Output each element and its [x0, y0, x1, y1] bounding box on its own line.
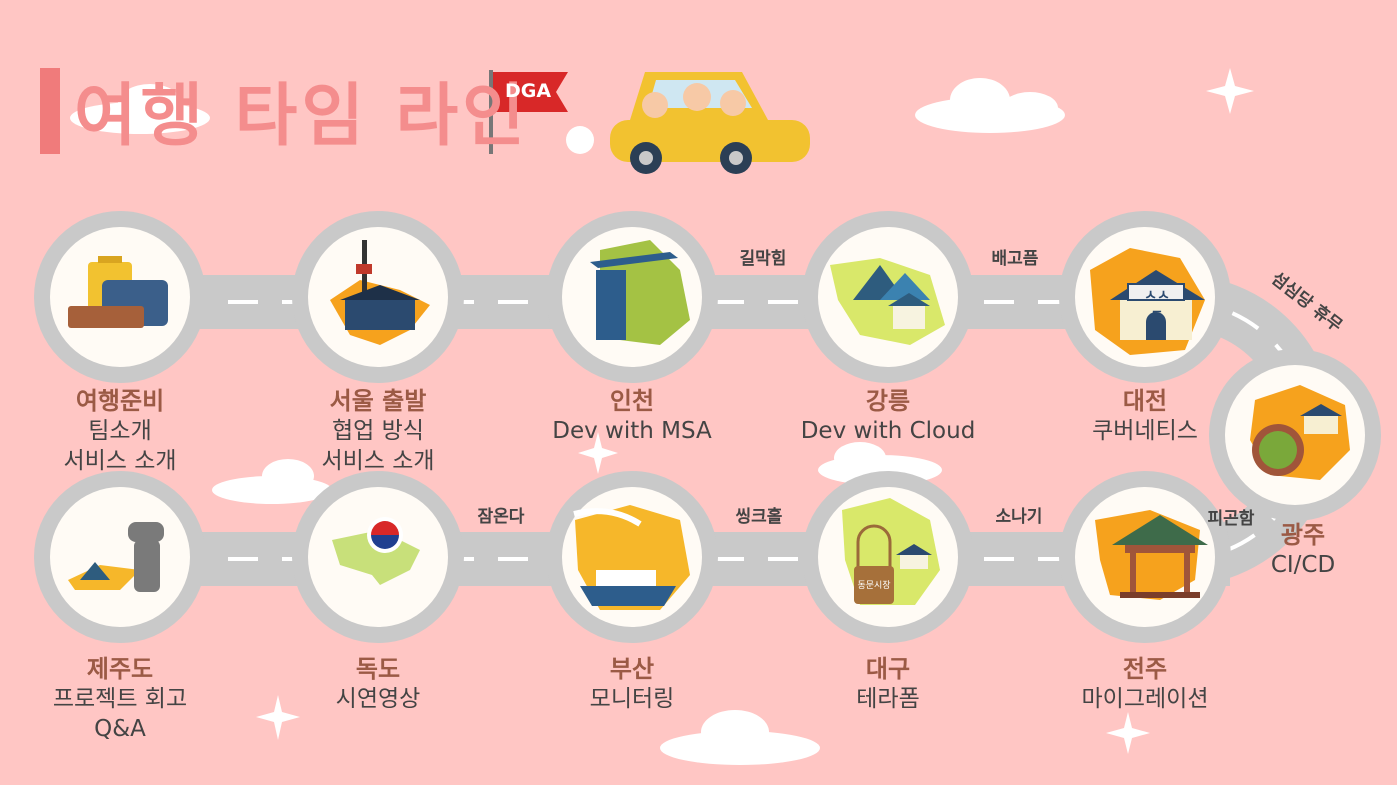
stop-line: Q&A [94, 716, 146, 742]
mountain-icon [830, 258, 945, 345]
title-accent-bar [40, 68, 60, 154]
stop-city: 대구 [865, 655, 911, 683]
road-event: 씽크홀 [735, 507, 783, 527]
stop-label-daegu: 대구 테라폼 [768, 654, 1008, 714]
stop-line: 마이그레이션 [1081, 686, 1209, 712]
stop-line: 모니터링 [589, 686, 675, 712]
korean-flag-icon [332, 517, 420, 585]
road-event: 잠온다 [477, 507, 525, 527]
stop-line: 프로젝트 회고 [52, 686, 188, 712]
flag-icon [489, 70, 568, 154]
stop-city: 제주도 [86, 655, 154, 683]
dol-hareubang-icon [68, 522, 164, 592]
stop-city: 대전 [1122, 387, 1168, 415]
stop-label-busan: 부산 모니터링 [512, 654, 752, 714]
stop-label-incheon: 인천 Dev with MSA [512, 386, 752, 446]
flag-label: DGA [504, 80, 552, 102]
stop-label-jeju: 제주도 프로젝트 회고 Q&A [0, 654, 240, 744]
road-event: 배고픔 [991, 249, 1039, 269]
stop-city: 서울 출발 [329, 387, 427, 415]
market-basket-icon [842, 498, 940, 605]
stop-city: 강릉 [865, 387, 911, 415]
airplane-icon [590, 240, 690, 345]
stop-city: 광주 [1280, 521, 1326, 549]
stop-line: 테라폼 [856, 686, 920, 712]
stop-label-daejeon: 대전 쿠버네티스 [1025, 386, 1265, 446]
stop-city: 부산 [609, 655, 655, 683]
stop-label-gwangju: 광주 CI/CD [1218, 520, 1388, 580]
seoul-tower-icon [330, 240, 430, 345]
stop-city: 여행준비 [75, 387, 165, 415]
stop-line: 서비스 소개 [321, 448, 435, 474]
stop-line: 시연영상 [335, 686, 421, 712]
luggage-icon [68, 256, 168, 328]
pavilion-icon [1095, 510, 1208, 600]
stop-label-dokdo: 독도 시연영상 [258, 654, 498, 714]
gate-icon [1090, 248, 1205, 355]
stop-city: 인천 [609, 387, 655, 415]
stop-city: 전주 [1122, 655, 1168, 683]
stop-line: 서비스 소개 [63, 448, 177, 474]
stop-line: CI/CD [1270, 552, 1336, 578]
stop-line: 협업 방식 [332, 418, 424, 444]
stop-line: Dev with Cloud [800, 418, 976, 444]
cloud-icon [70, 78, 1065, 765]
car-icon [566, 72, 810, 174]
stop-label-jeonju: 전주 마이그레이션 [1025, 654, 1265, 714]
gate-sign: ㅅㅅㄷ [1144, 288, 1170, 324]
stop-label-prep: 여행준비 팀소개 서비스 소개 [0, 386, 240, 476]
stop-line: 팀소개 [88, 418, 152, 444]
ship-icon [573, 505, 690, 610]
sparkle-icon [256, 68, 1254, 754]
stop-city: 독도 [355, 655, 401, 683]
market-sign: 동문시장 [857, 581, 891, 591]
page-title: 여행 타임 라인 [74, 77, 529, 156]
road-event: 피곤함 [1207, 509, 1255, 529]
stop-line: 쿠버네티스 [1092, 418, 1198, 444]
road-event: 소나기 [995, 507, 1043, 527]
stop-line: Dev with MSA [552, 418, 712, 444]
stop-label-seoul: 서울 출발 협업 방식 서비스 소개 [258, 386, 498, 476]
road-event: 길막힘 [739, 249, 787, 269]
stop-label-gangneung: 강릉 Dev with Cloud [768, 386, 1008, 446]
food-icon [1250, 385, 1350, 480]
